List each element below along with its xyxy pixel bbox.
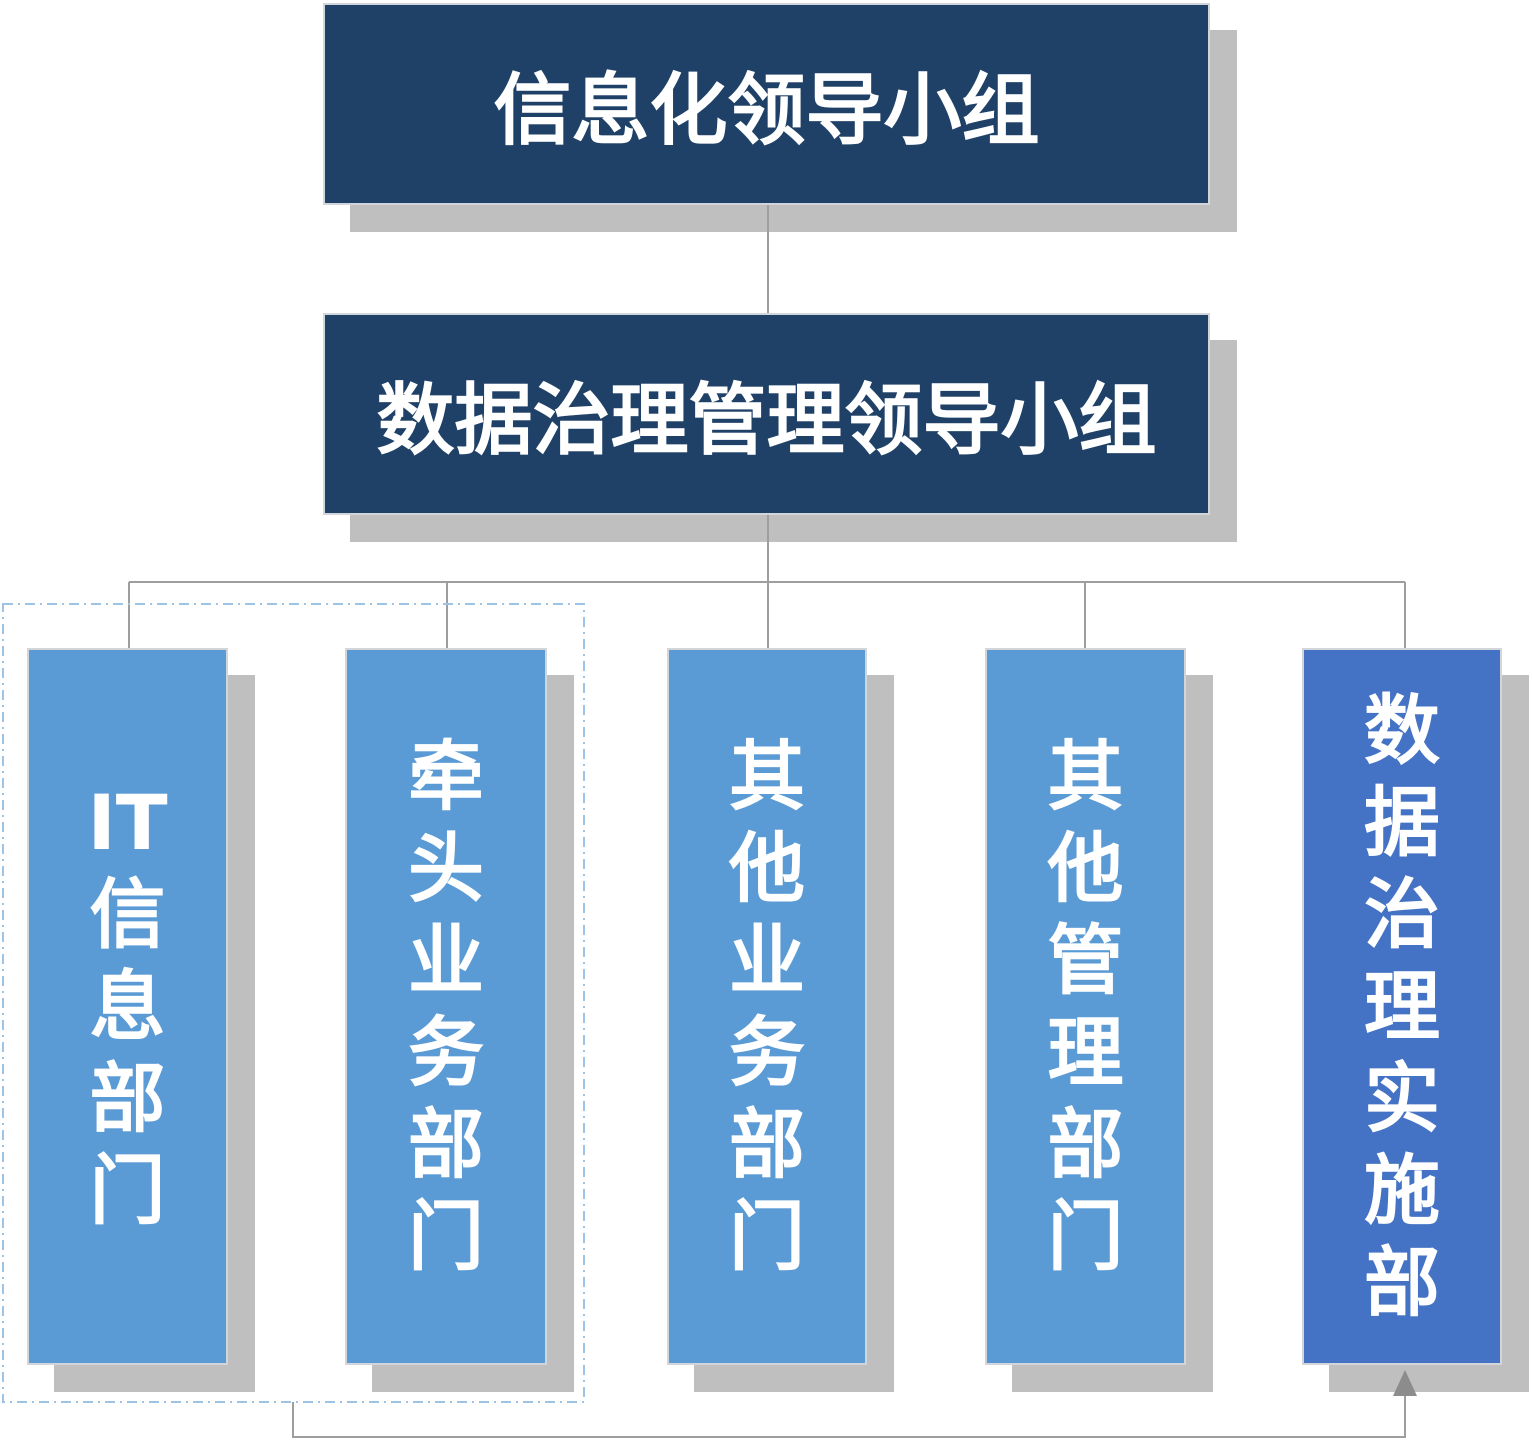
label-glyph: 业 bbox=[408, 915, 484, 1005]
feedback-connector bbox=[292, 1394, 1406, 1438]
label-glyph: 部 bbox=[89, 1053, 166, 1143]
label-glyph: 息 bbox=[89, 961, 166, 1051]
label-glyph: 据 bbox=[1364, 777, 1440, 867]
label-glyph: 门 bbox=[729, 1191, 805, 1281]
node-other-business-departments: 其他业务部门 bbox=[667, 648, 867, 1365]
node-label: 其他管理部门 bbox=[1048, 731, 1124, 1283]
node-label: 其他业务部门 bbox=[729, 731, 805, 1283]
node-data-governance-implementation-dept: 数据治理实施部 bbox=[1302, 648, 1502, 1365]
label-glyph: 他 bbox=[729, 823, 805, 913]
node-label: 牵头业务部门 bbox=[408, 731, 484, 1283]
label-glyph: 务 bbox=[729, 1007, 805, 1097]
label-glyph: 门 bbox=[89, 1145, 166, 1235]
label-glyph: 管 bbox=[1047, 915, 1124, 1005]
label-glyph: 务 bbox=[408, 1007, 484, 1097]
label-glyph: 理 bbox=[1047, 1007, 1124, 1097]
label-glyph: 其 bbox=[729, 731, 805, 821]
label-glyph: 他 bbox=[1047, 823, 1124, 913]
label-glyph: 牵 bbox=[408, 731, 484, 821]
label-glyph: 理 bbox=[1364, 961, 1440, 1051]
label-glyph: 门 bbox=[1047, 1191, 1124, 1281]
label-glyph: 实 bbox=[1364, 1053, 1440, 1143]
arrowhead-up-icon bbox=[1393, 1370, 1417, 1396]
label-glyph: 施 bbox=[1364, 1145, 1440, 1235]
label-glyph: 部 bbox=[1047, 1099, 1124, 1189]
label-glyph: 头 bbox=[408, 823, 484, 913]
label-glyph: 部 bbox=[408, 1099, 484, 1189]
node-data-governance-leadership-group: 数据治理管理领导小组 bbox=[323, 313, 1210, 515]
label-glyph: 业 bbox=[729, 915, 805, 1005]
node-lead-business-department: 牵头业务部门 bbox=[345, 648, 547, 1365]
label-glyph: 信 bbox=[89, 869, 166, 959]
label-glyph: 门 bbox=[408, 1191, 484, 1281]
label-glyph: IT bbox=[87, 777, 168, 867]
node-label: 数据治理实施部 bbox=[1364, 685, 1440, 1329]
node-label: 信息化领导小组 bbox=[493, 66, 1040, 156]
node-other-management-departments: 其他管理部门 bbox=[985, 648, 1186, 1365]
node-label: 数据治理管理领导小组 bbox=[376, 376, 1157, 466]
label-glyph: 其 bbox=[1047, 731, 1124, 821]
label-glyph: 治 bbox=[1364, 869, 1440, 959]
node-informatization-leadership-group: 信息化领导小组 bbox=[323, 3, 1210, 205]
label-glyph: 部 bbox=[1364, 1237, 1440, 1327]
label-glyph: 部 bbox=[729, 1099, 805, 1189]
label-glyph: 数 bbox=[1364, 685, 1440, 775]
